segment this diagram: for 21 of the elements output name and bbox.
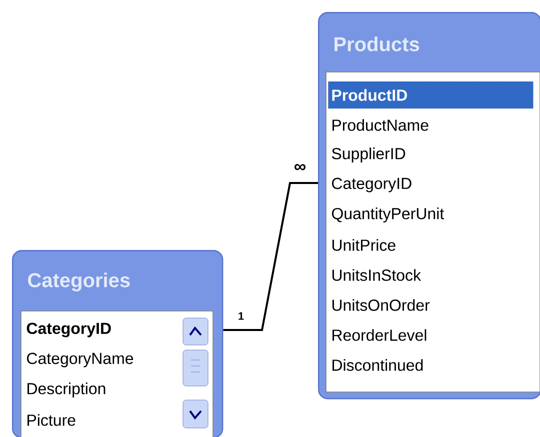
field-name: CategoryID	[332, 178, 412, 192]
field-name: UnitPrice	[332, 239, 396, 251]
field-name: CategoryName	[27, 352, 134, 368]
relationship-line	[223, 182, 318, 331]
selected-field-row: ProductID	[328, 81, 534, 109]
field-name: UnitsOnOrder	[332, 299, 430, 311]
field-name: QuantityPerUnit	[332, 208, 444, 222]
field-name: Discontinued	[332, 359, 423, 371]
field-name: SupplierID	[332, 148, 406, 162]
field-name: CategoryID	[26, 322, 111, 338]
cardinality-label: 1	[238, 312, 244, 320]
window-title: Products	[334, 36, 420, 52]
field-name: Picture	[28, 414, 76, 426]
table-window	[318, 12, 540, 400]
field-name: Description	[28, 382, 106, 398]
window-title: Categories	[28, 272, 130, 292]
field-name: ReorderLevel	[332, 329, 426, 341]
field-name: UnitsInStock	[332, 269, 422, 281]
field-name: ProductName	[332, 119, 428, 131]
cardinality-label: ∞	[294, 164, 306, 170]
table-window	[12, 250, 224, 437]
